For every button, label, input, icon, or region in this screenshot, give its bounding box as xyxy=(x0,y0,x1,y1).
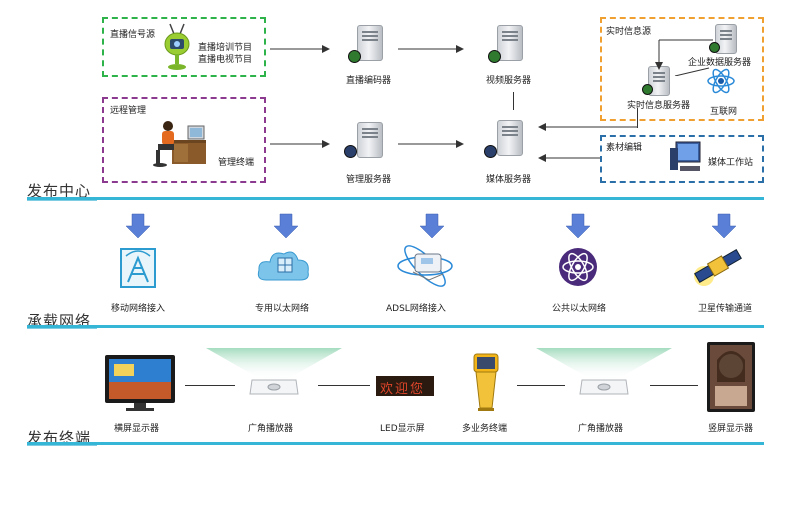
realtime-server-badge-icon xyxy=(642,84,653,95)
terminal-label-portrait: 竖屏显示器 xyxy=(708,424,754,434)
material-edit-box xyxy=(600,135,764,183)
arrow-encoder-to-video xyxy=(398,45,464,53)
terminal-label-player-1: 广角播放器 xyxy=(248,424,294,434)
network-label-satellite: 卫星传输通道 xyxy=(698,304,753,314)
link-realtime-down xyxy=(637,108,638,128)
terminal-label-landscape: 横屏显示器 xyxy=(114,424,160,434)
realtime-source-box xyxy=(600,17,764,121)
network-label-public-ethernet: 公共以太网络 xyxy=(552,304,607,314)
link-terminal-2-3 xyxy=(318,385,370,386)
arrow-mgmt-to-media xyxy=(398,140,464,148)
video-server-badge-icon xyxy=(488,50,501,63)
live-tv-label: 直播电视节目 xyxy=(198,55,253,65)
broadcast-source-box xyxy=(102,17,266,77)
link-terminal-5-6 xyxy=(650,385,698,386)
remote-mgmt-title: 远程管理 xyxy=(110,106,147,116)
projection-beam-1 xyxy=(206,348,342,380)
portrait-monitor-icon xyxy=(707,342,755,412)
section-divider-2 xyxy=(27,325,764,328)
section-underline-2 xyxy=(27,328,97,329)
arrow-realtime-to-media xyxy=(538,123,638,131)
section-publish-center: 发布中心 xyxy=(27,182,92,200)
media-server-badge-icon xyxy=(484,145,497,158)
video-server-icon xyxy=(497,25,523,61)
mgmt-server-icon xyxy=(357,122,383,158)
media-server-label: 媒体服务器 xyxy=(486,175,532,185)
network-label-adsl: ADSL网络接入 xyxy=(386,304,446,314)
network-label-private-ethernet: 专用以太网络 xyxy=(255,304,310,314)
ethernet-cloud-icon xyxy=(257,251,309,281)
encoder-badge-icon xyxy=(348,50,361,63)
realtime-internal-arrows xyxy=(655,39,713,76)
material-edit-title: 素材编辑 xyxy=(606,143,643,153)
realtime-server-label: 实时信息服务器 xyxy=(627,101,691,111)
network-down-arrows xyxy=(125,213,737,239)
arrow-workstation-to-media xyxy=(538,154,600,162)
adsl-modem-icon xyxy=(397,245,453,287)
internet-label: 互联网 xyxy=(710,107,738,117)
terminal-label-kiosk: 多业务终端 xyxy=(462,424,508,434)
wide-angle-player-icon-1 xyxy=(249,379,299,395)
wide-angle-player-icon-2 xyxy=(579,379,629,395)
mobile-network-icon xyxy=(120,248,156,288)
tv-camera-icon xyxy=(164,23,190,70)
live-training-label: 直播培训节目 xyxy=(198,43,253,53)
projection-beam-2 xyxy=(536,348,672,380)
broadcast-source-title: 直播信号源 xyxy=(110,30,156,40)
network-label-mobile: 移动网络接入 xyxy=(111,304,166,314)
operator-desk-icon xyxy=(153,121,206,167)
section-divider-3 xyxy=(27,442,764,445)
realtime-source-title: 实时信息源 xyxy=(606,27,652,37)
section-underline-3 xyxy=(27,445,97,446)
workstation-icon xyxy=(670,141,701,171)
live-encoder-server-icon xyxy=(357,25,383,61)
enterprise-db-label: 企业数据服务器 xyxy=(688,58,752,68)
remote-mgmt-box xyxy=(102,97,266,183)
mgmt-terminal-label: 管理终端 xyxy=(218,158,255,168)
media-server-icon xyxy=(497,120,523,156)
workstation-label: 媒体工作站 xyxy=(708,158,754,168)
led-display-icon xyxy=(376,376,434,396)
arrow-source-to-encoder xyxy=(270,45,330,53)
enterprise-db-server-icon xyxy=(715,24,737,54)
internet-atom-icon xyxy=(707,68,735,94)
led-display-text: 欢迎您 xyxy=(380,382,426,397)
terminal-label-player-2: 广角播放器 xyxy=(578,424,624,434)
kiosk-terminal-icon xyxy=(473,353,499,411)
mgmt-server-label: 管理服务器 xyxy=(346,175,392,185)
mgmt-server-badge-icon xyxy=(344,145,357,158)
section-underline-1 xyxy=(27,200,97,201)
public-network-atom-icon xyxy=(559,248,597,286)
link-terminal-1-2 xyxy=(185,385,235,386)
section-divider-1 xyxy=(27,197,764,200)
landscape-monitor-icon xyxy=(105,355,175,411)
video-server-label: 视频服务器 xyxy=(486,76,532,86)
satellite-icon xyxy=(694,248,742,286)
arrow-terminal-to-mgmt xyxy=(270,140,330,148)
link-terminal-4-5 xyxy=(517,385,565,386)
live-encoder-label: 直播编码器 xyxy=(346,76,392,86)
terminal-label-led: LED显示屏 xyxy=(380,424,425,434)
realtime-server-icon xyxy=(648,66,670,96)
enterprise-db-badge-icon xyxy=(709,42,720,53)
link-video-to-media xyxy=(513,92,514,110)
